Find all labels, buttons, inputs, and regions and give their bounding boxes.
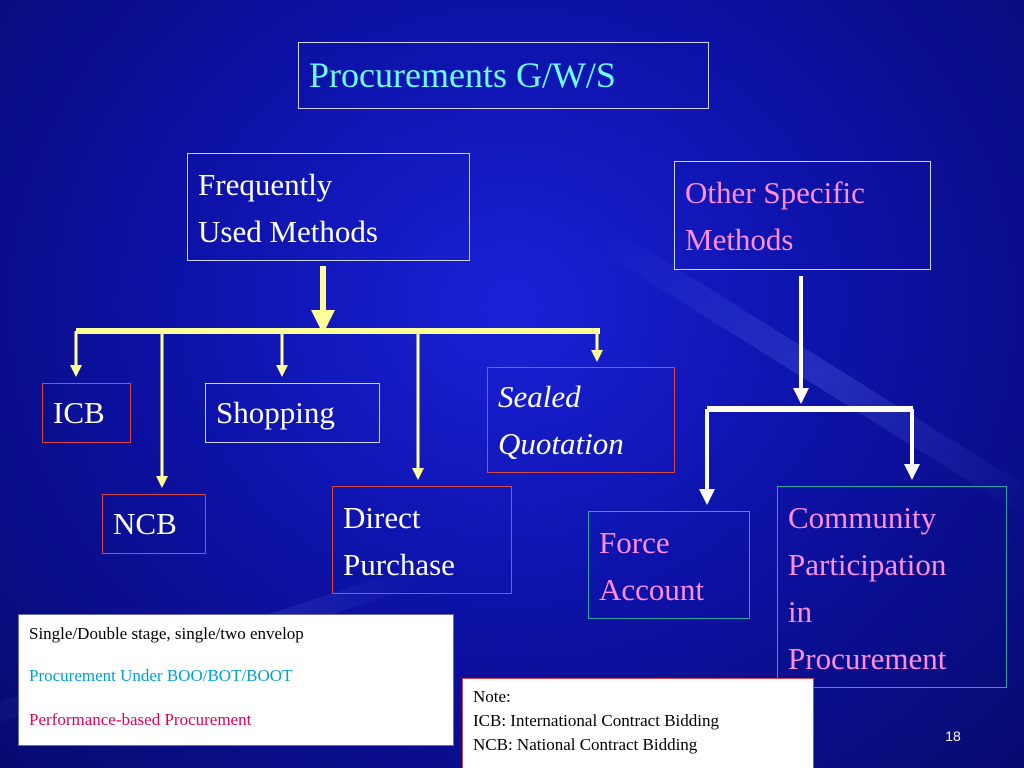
sealed-quotation-line2: Quotation xyxy=(498,426,624,461)
other-connectors xyxy=(699,276,920,505)
title-box: Procurements G/W/S xyxy=(298,42,709,109)
legend-line-boo-bot: Procurement Under BOO/BOT/BOOT xyxy=(29,666,293,685)
page-number: 18 xyxy=(945,728,961,744)
community-line1: Community xyxy=(788,500,937,535)
frequent-connectors xyxy=(70,266,603,488)
note-icb: ICB: International Contract Bidding xyxy=(473,711,719,730)
note-ncb: NCB: National Contract Bidding xyxy=(473,735,698,754)
ncb-box: NCB xyxy=(102,494,206,554)
community-line3: in xyxy=(788,594,813,629)
force-account-line1: Force xyxy=(599,525,670,560)
force-account-line2: Account xyxy=(599,572,705,607)
note-box: Note: ICB: International Contract Biddin… xyxy=(462,678,814,768)
force-account-box: Force Account xyxy=(588,511,750,619)
note-heading: Note: xyxy=(473,687,511,706)
sealed-quotation-line1: Sealed xyxy=(498,379,581,414)
other-methods-line2: Methods xyxy=(685,222,794,257)
shopping-label: Shopping xyxy=(216,395,335,430)
frequent-methods-line2: Used Methods xyxy=(198,214,378,249)
direct-purchase-box: Direct Purchase xyxy=(332,486,512,594)
icb-box: ICB xyxy=(42,383,131,443)
shopping-box: Shopping xyxy=(205,383,380,443)
frequent-methods-box: Frequently Used Methods xyxy=(187,153,470,261)
community-line4: Procurement xyxy=(788,641,947,676)
legend-box: Single/Double stage, single/two envelop … xyxy=(18,614,454,746)
frequent-methods-line1: Frequently xyxy=(198,167,333,202)
direct-purchase-line2: Purchase xyxy=(343,547,455,582)
direct-purchase-line1: Direct xyxy=(343,500,421,535)
icb-label: ICB xyxy=(53,395,105,430)
page-title: Procurements G/W/S xyxy=(309,55,616,95)
other-methods-box: Other Specific Methods xyxy=(674,161,931,270)
sealed-quotation-box: Sealed Quotation xyxy=(487,367,675,473)
legend-line-performance: Performance-based Procurement xyxy=(29,710,252,729)
community-participation-box: Community Participation in Procurement xyxy=(777,486,1007,688)
legend-line-stages: Single/Double stage, single/two envelop xyxy=(29,624,304,643)
community-line2: Participation xyxy=(788,547,947,582)
ncb-label: NCB xyxy=(113,506,177,541)
other-methods-line1: Other Specific xyxy=(685,175,865,210)
